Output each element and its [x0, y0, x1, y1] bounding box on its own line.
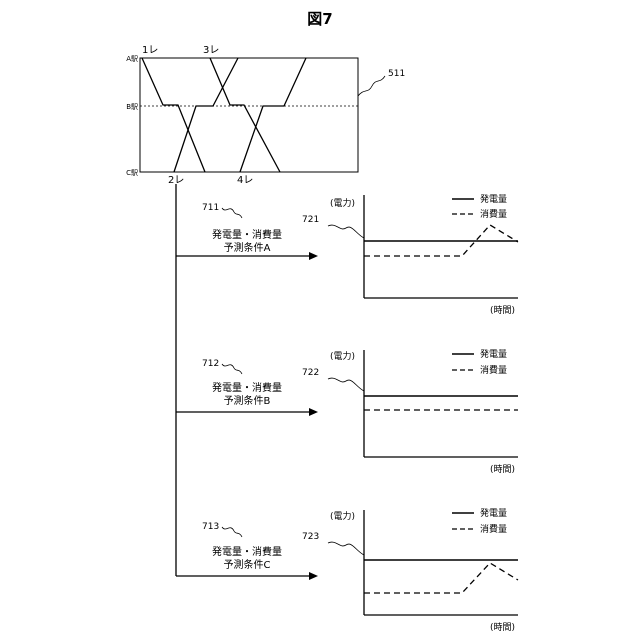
graph-723-y-label: (電力)	[330, 510, 355, 522]
graph-722-y-label: (電力)	[330, 350, 355, 362]
condition-a-arrowhead	[309, 252, 318, 260]
timetable-ref-leader	[358, 76, 385, 96]
graph-721-legend-consumption: 消費量	[480, 208, 507, 220]
condition-a-ref: 711	[202, 203, 219, 213]
graph-723-ref: 723	[302, 532, 319, 542]
graph-721-x-label: (時間)	[490, 305, 515, 316]
graph-721-ref: 721	[302, 215, 319, 225]
train-3-line	[210, 58, 280, 172]
graph-722-x-label: (時間)	[490, 464, 515, 475]
graph-723-legend-consumption: 消費量	[480, 523, 507, 535]
graph-723-legend-generation: 発電量	[480, 507, 507, 519]
condition-b-arrowhead	[309, 408, 318, 416]
graph-722-legend-generation: 発電量	[480, 348, 507, 360]
station-b-label: B駅	[126, 103, 138, 111]
condition-a-label-line1: 発電量・消費量	[212, 228, 282, 241]
condition-c-label-line2: 予測条件C	[224, 558, 271, 571]
graph-722-legend-consumption: 消費量	[480, 364, 507, 376]
timetable-ref: 511	[388, 69, 405, 79]
graph-721: (電力) 721 発電量 消費量 (時間)	[302, 193, 518, 316]
condition-c: 713 発電量・消費量 予測条件C	[176, 522, 318, 580]
station-a-label: A駅	[126, 55, 138, 63]
condition-b: 712 発電量・消費量 予測条件B	[176, 359, 318, 416]
condition-a: 711 発電量・消費量 予測条件A	[176, 203, 318, 260]
condition-c-ref: 713	[202, 522, 219, 532]
graph-722-leader	[328, 378, 364, 391]
condition-c-label-line1: 発電量・消費量	[212, 545, 282, 558]
timetable-diagram: A駅 B駅 C駅 1レ 3レ 2レ 4レ 511	[126, 45, 405, 186]
condition-c-arrowhead	[309, 572, 318, 580]
graph-723-leader	[328, 542, 364, 555]
train-1-label: 1レ	[142, 45, 158, 56]
condition-b-leader	[222, 364, 242, 374]
condition-b-label-line1: 発電量・消費量	[212, 381, 282, 394]
condition-b-label-line2: 予測条件B	[224, 394, 271, 407]
graph-722-ref: 722	[302, 368, 319, 378]
condition-a-label-line2: 予測条件A	[224, 241, 271, 254]
station-c-label: C駅	[126, 169, 138, 177]
condition-a-leader	[222, 208, 242, 218]
graph-723-consumption-line	[364, 563, 518, 593]
train-2-line	[174, 58, 238, 172]
train-3-label: 3レ	[203, 45, 219, 56]
graph-723-x-label: (時間)	[490, 622, 515, 633]
graph-723: (電力) 723 発電量 消費量 (時間)	[302, 507, 518, 633]
condition-c-leader	[222, 527, 242, 537]
graph-722: (電力) 722 発電量 消費量 (時間)	[302, 348, 518, 475]
condition-b-ref: 712	[202, 359, 219, 369]
graph-721-y-label: (電力)	[330, 197, 355, 209]
train-1-line	[142, 58, 205, 172]
train-4-label: 4レ	[237, 175, 253, 186]
graph-721-leader	[328, 225, 364, 238]
graph-721-legend-generation: 発電量	[480, 193, 507, 205]
figure-title: 図7	[307, 10, 332, 28]
